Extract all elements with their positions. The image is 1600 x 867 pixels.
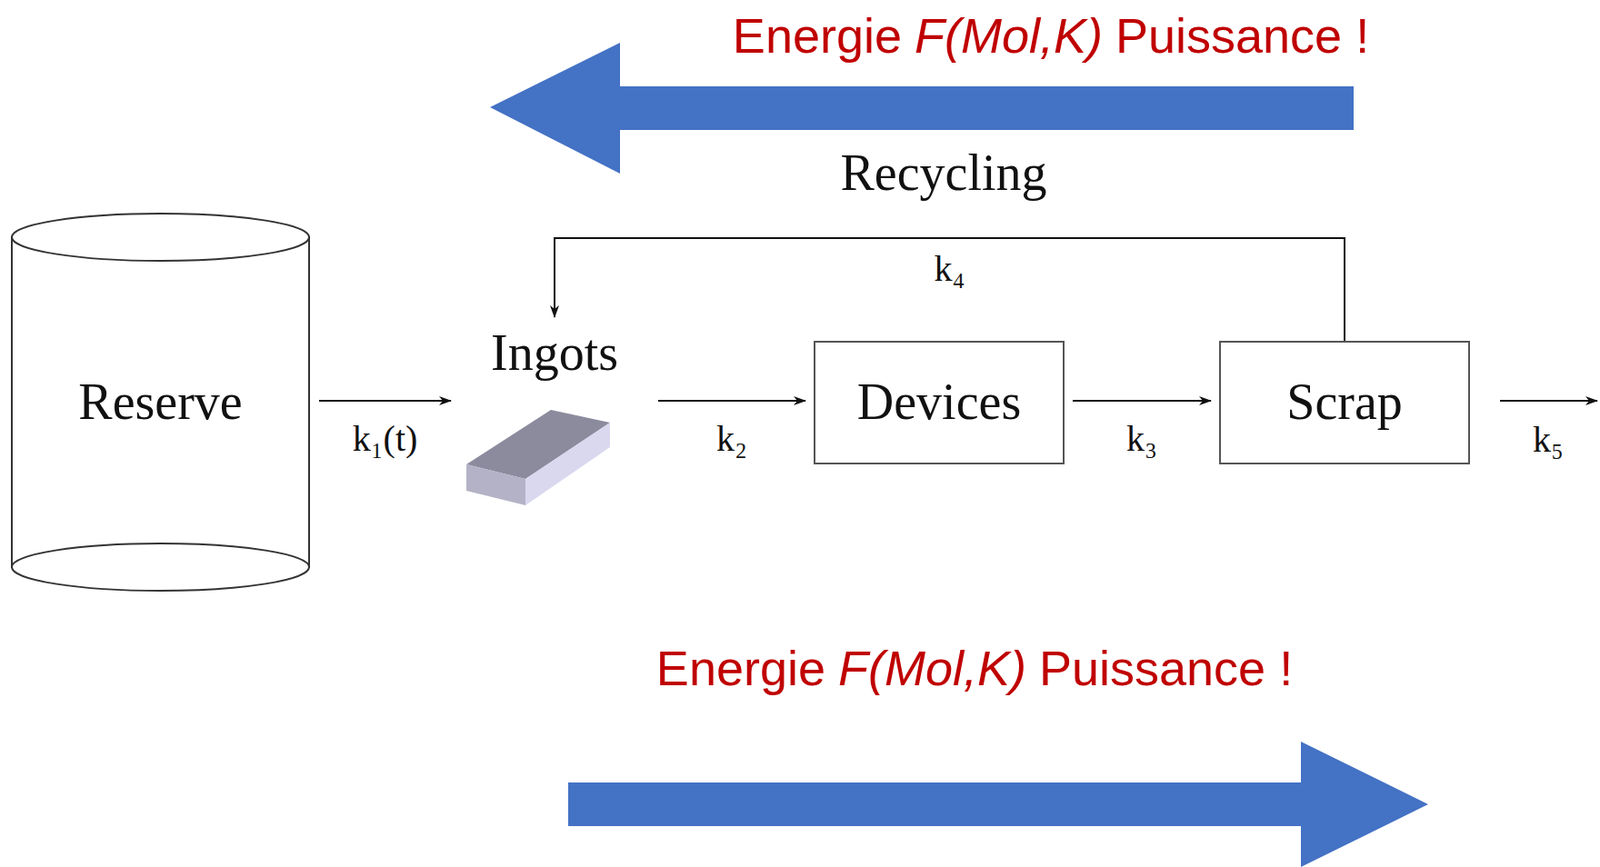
energy-note-text: F(Mol,K) [914,7,1103,64]
flow-arrow [658,400,806,402]
flow-arrow [1072,400,1211,402]
cylinder-rim [11,213,310,261]
ingot-front [466,464,526,506]
rate-label: k₃ [1122,419,1161,460]
energy-note: EnergieF(Mol,K)Puissance ! [656,640,1293,697]
rate-label: k₂ [712,419,751,460]
energy-note: EnergieF(Mol,K)Puissance ! [732,7,1370,64]
cylinder-side [11,236,310,569]
energy-note-text: F(Mol,K) [838,640,1027,697]
process-box: Devices [813,340,1065,465]
ingot-side [525,422,610,506]
rate-label: k₅ [1529,420,1568,460]
recycling-label: Recycling [840,142,1047,204]
rate-label-text: k₅ [1529,420,1568,460]
ingot-node: Ingots [459,322,650,510]
energy-note-text: Puissance ! [1115,7,1370,64]
outflow-arrow [1500,400,1598,402]
node-label: Reserve [78,371,242,433]
energy-note-text: Puissance ! [1039,640,1293,697]
flow-arrow [554,238,1345,341]
rate-label: k₁(t) [349,419,422,460]
node-label: Scrap [1286,371,1403,433]
rate-label: k₄ [930,249,970,290]
node-label: Ingots [490,322,619,384]
node-label: Devices [857,371,1021,433]
energy-arrow-right [568,741,1429,867]
process-box: Scrap [1219,340,1470,465]
flow-arrow [319,400,451,402]
cylinder-rim [11,543,310,591]
reserve-cylinder: Reserve [10,210,311,594]
energy-note-text: Energie [732,7,902,64]
energy-note-text: Energie [656,640,826,697]
recycling-label-text: Recycling [840,142,1047,204]
